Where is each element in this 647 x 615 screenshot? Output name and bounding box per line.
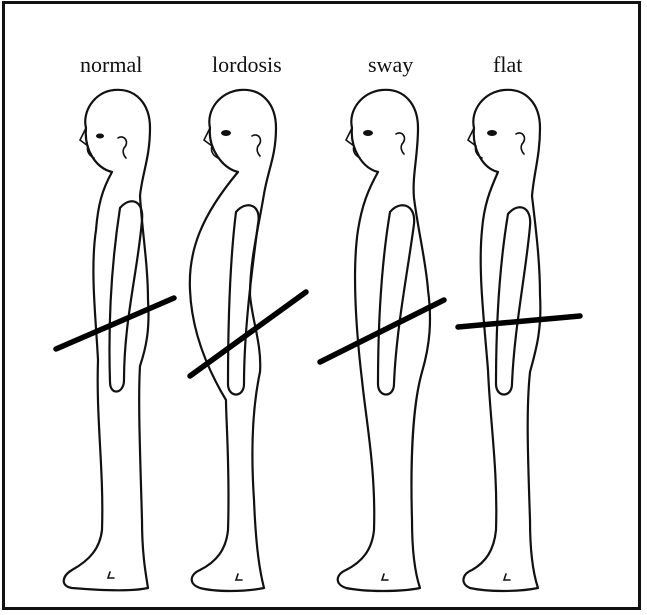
foot-line-lordosis [236,574,242,580]
body-outline-lordosis [190,90,276,591]
eye-flat [487,130,497,136]
arm-normal [109,201,142,391]
arm-lordosis [228,205,259,394]
ear-flat [516,133,524,154]
eye-sway [363,130,373,136]
ear-lordosis [252,135,260,156]
ear-sway [396,133,404,154]
ear-normal [118,137,126,158]
pelvis-line-sway [320,300,444,362]
figure-lordosis [190,90,306,591]
figure-flat [458,90,580,591]
body-outline-sway [338,90,430,591]
arm-flat [496,207,530,394]
foot-line-normal [108,572,114,578]
body-outline-flat [463,90,540,591]
eye-normal [96,134,104,139]
foot-line-flat [504,574,510,580]
pelvis-line-normal [56,298,174,349]
arm-sway [378,205,414,394]
figure-normal [56,90,174,590]
eye-lordosis [221,130,231,136]
foot-line-sway [382,574,388,580]
figure-sway [320,90,444,591]
